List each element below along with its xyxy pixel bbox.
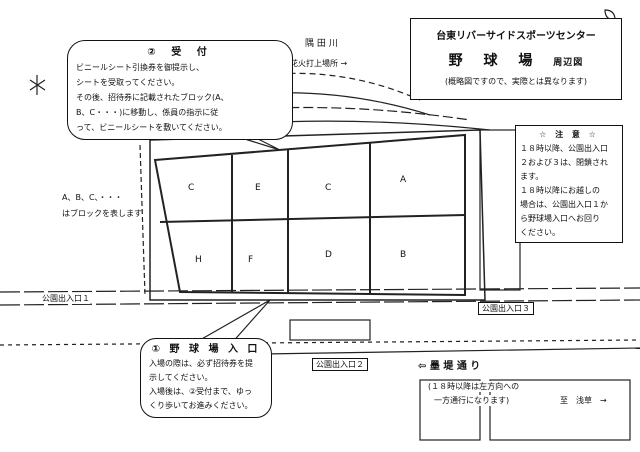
legend-line: はブロックを表します <box>62 209 142 218</box>
legend-line: A、B、C、・・・ <box>62 193 123 202</box>
notice-box: ☆ 注 意 ☆ １８時以降、公園出入口 ２および３は、閉鎖され ます。 １８時以… <box>515 125 623 243</box>
fireworks-site-label: 花火打上場所 → <box>290 59 348 68</box>
block-label: A <box>400 175 407 185</box>
notice-line: １８時以降、公園出入口 <box>520 144 608 153</box>
facility-name: 台東リバーサイドスポーツセンター <box>436 31 596 42</box>
gate-1-label: 公園出入口１ <box>42 293 90 304</box>
page-title: 野 球 場 周辺図 <box>411 50 621 70</box>
block-label: B <box>400 250 407 260</box>
river-name: 隅 田 川 <box>305 39 338 49</box>
notice-line: ら野球場入口へお回り <box>520 214 600 223</box>
road-note: 一方通行になります) <box>434 395 510 406</box>
title-box: 台東リバーサイドスポーツセンター 野 球 場 周辺図 (概略図ですので、実際とは… <box>410 18 622 100</box>
block-label: D <box>325 250 332 260</box>
entrance-line: 入場の際は、必ず招待券を提 <box>149 359 253 368</box>
gate-3-label: 公園出入口３ <box>478 302 534 315</box>
entrance-line: 入場後は、②受付まで、ゆっ <box>149 387 252 396</box>
entrance-line: くり歩いてお進みください。 <box>149 401 253 410</box>
reception-line: って、ビニールシートを敷いてください。 <box>76 123 227 132</box>
notice-line: ます。 <box>520 172 544 181</box>
reception-line: B、C・・・)に移動し、係員の指示に従 <box>76 108 219 117</box>
reception-line: その後、招待券に記載されたブロック(A、 <box>76 93 229 102</box>
entrance-line: 示してください。 <box>149 373 213 382</box>
notice-line: １８時以降にお越しの <box>520 186 600 195</box>
entrance-heading: ① 野 球 場 入 口 <box>151 344 261 355</box>
notice-line: ２および３は、閉鎖され <box>520 158 608 167</box>
road-name: ⇦ 墨 堤 通 り <box>418 357 481 372</box>
entrance-callout: ① 野 球 場 入 口 入場の際は、必ず招待券を提 示してください。 入場後は、… <box>140 338 272 418</box>
reception-heading: ② 受 付 <box>147 47 213 58</box>
reception-line: シートを受取ってください。 <box>76 78 180 87</box>
block-label: E <box>255 183 261 193</box>
notice-heading: ☆ 注 意 ☆ <box>539 130 599 139</box>
notice-line: 場合は、公園出入口１か <box>520 200 608 209</box>
road-note: (１８時以降は左方向への <box>428 381 520 392</box>
block-label: H <box>195 255 202 265</box>
block-label: C <box>188 183 195 193</box>
disclaimer: (概略図ですので、実際とは異なります) <box>445 77 587 86</box>
sub-title: 周辺図 <box>553 58 584 68</box>
notice-line: ください。 <box>520 228 560 237</box>
reception-line: ビニールシート引換券を御提示し、 <box>76 63 204 72</box>
gate-2-label: 公園出入口２ <box>312 358 368 371</box>
block-label: C <box>325 183 332 193</box>
asakusa-direction: 至 浅草 → <box>560 395 607 406</box>
block-label: F <box>248 255 254 265</box>
main-title: 野 球 場 <box>448 53 541 69</box>
reception-callout: ② 受 付 ビニールシート引換券を御提示し、 シートを受取ってください。 その後… <box>67 40 293 140</box>
